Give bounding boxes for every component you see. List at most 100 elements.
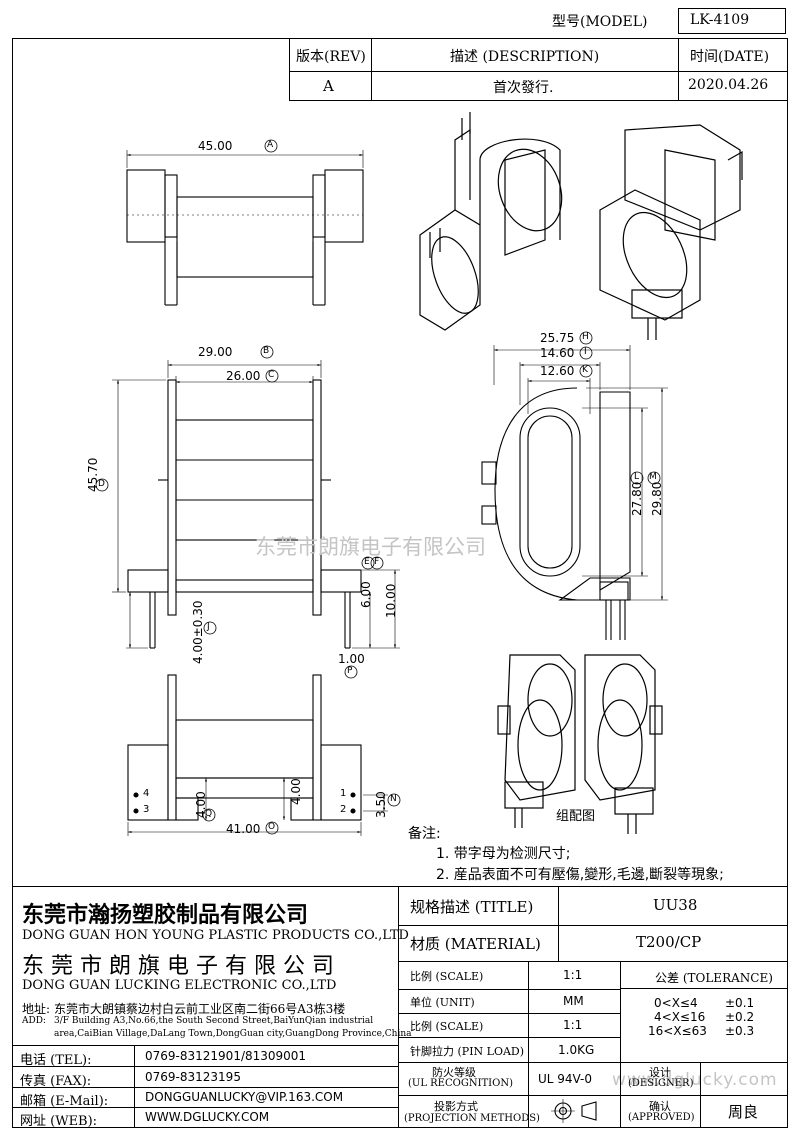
tol-range-3: 16<X≤63 [648, 1024, 707, 1038]
dim-a: 45.00 [198, 139, 233, 153]
dim-p: 1.00 [338, 652, 365, 666]
marker-d: D [98, 479, 105, 489]
assembly-label: 组配图 [556, 809, 596, 824]
unit-label: 单位 (UNIT) [410, 996, 475, 1009]
desc-value: 首次發行. [493, 80, 554, 96]
dim-l: 27.80 [630, 481, 644, 516]
marker-h: H [582, 332, 589, 342]
scale2-label: 比例 (SCALE) [410, 1020, 484, 1033]
watermark-text: 东莞市朗旗电子有限公司 [255, 535, 486, 559]
marker-o: O [268, 822, 276, 832]
marker-i: I [584, 347, 587, 357]
tol-range-1: 0<X≤4 [654, 996, 698, 1010]
address-en-2: area,CaiBian Village,DaLang Town,DongGua… [54, 1029, 412, 1039]
pin-load-label: 针脚拉力 (PIN LOAD) [410, 1045, 525, 1058]
address-label: 地址: [22, 1002, 51, 1016]
front-view [126, 169, 364, 306]
tol-range-2: 4<X≤16 [654, 1010, 706, 1024]
tol-value-3: ±0.3 [725, 1024, 755, 1038]
marker-m: M [649, 472, 657, 482]
pin-3: 3 [143, 804, 150, 815]
date-value: 2020.04.26 [688, 77, 769, 93]
pin-4: 4 [143, 788, 150, 799]
marker-l: L [634, 472, 640, 482]
dim-m: 29.80 [650, 481, 664, 516]
desc-header: 描述 (DESCRIPTION) [450, 49, 600, 65]
title-block [12, 886, 788, 1128]
company-name-1: 东莞市瀚扬塑胶制品有限公司 [22, 902, 309, 928]
scale-value: 1:1 [563, 968, 583, 982]
material-label: 材质 (MATERIAL) [410, 935, 541, 953]
assembly-view [497, 654, 663, 834]
approved-label-2: (APPROVED) [628, 1112, 695, 1123]
pin-2: 2 [340, 804, 347, 815]
bottom-view [127, 674, 362, 821]
tol-value-2: ±0.2 [725, 1010, 755, 1024]
watermark-url: www.dglucky.com [612, 1070, 778, 1090]
proj-label-2: (PROJECTION METHODS) [404, 1113, 540, 1124]
marker-q: Q [205, 809, 213, 819]
approved-label-1: 确认 [649, 1100, 671, 1113]
marker-c: C [268, 370, 275, 380]
marker-j: J [207, 622, 210, 632]
model-box [678, 8, 786, 34]
marker-k: K [582, 365, 588, 375]
rev-header: 版本(REV) [296, 49, 366, 65]
approved-value: 周良 [728, 1103, 759, 1121]
marker-a: A [267, 140, 274, 150]
marker-e: E [364, 557, 370, 567]
isometric-view-left [419, 112, 563, 331]
pin-1: 1 [340, 788, 347, 799]
scale-label: 比例 (SCALE) [410, 970, 484, 983]
proj-label-1: 投影方式 [434, 1100, 478, 1113]
title-label: 规格描述 (TITLE) [410, 898, 534, 916]
fire-label-1: 防火等级 [432, 1066, 476, 1079]
company-name-2: 东 莞 市 朗 旗 电 子 有 限 公 司 [22, 954, 334, 979]
dim-f: 10.00 [384, 583, 398, 618]
revision-table [289, 38, 788, 101]
marker-n: N [390, 794, 397, 804]
dim-o: 41.00 [226, 822, 261, 836]
address-en-label: ADD: [22, 1016, 46, 1026]
fax-value: 0769-83123195 [145, 1070, 241, 1084]
tolerance-label: 公差 (TOLERANCE) [655, 971, 773, 985]
title-value: UU38 [653, 896, 698, 914]
dim-i: 14.60 [540, 346, 575, 360]
tel-label: 电话 (TEL): [20, 1053, 92, 1068]
email-value[interactable]: DONGGUANLUCKY@VIP.163.COM [145, 1090, 344, 1104]
model-value: LK-4109 [690, 12, 750, 28]
rev-value: A [323, 77, 334, 95]
unit-value: MM [563, 994, 584, 1008]
tel-value: 0769-83121901/81309001 [145, 1049, 307, 1063]
isometric-view-right [599, 124, 743, 340]
company-name-en-1: DONG GUAN HON YOUNG PLASTIC PRODUCTS CO.… [22, 928, 409, 943]
dim-r: 4.00 [289, 778, 303, 805]
address-en-1: 3/F Building A3,No.66,the South Second S… [54, 1016, 374, 1026]
scale2-value: 1:1 [563, 1018, 583, 1032]
designer-label-2: (DESIGNER) [628, 1078, 694, 1089]
fire-value: UL 94V-0 [538, 1072, 593, 1086]
dim-e: 6.00 [359, 581, 373, 608]
dim-c: 26.00 [226, 369, 261, 383]
web-value[interactable]: WWW.DGLUCKY.COM [145, 1110, 270, 1124]
marker-p: P [347, 666, 353, 676]
pin-load-value: 1.0KG [558, 1043, 595, 1057]
end-view [481, 387, 631, 640]
designer-label-1: 设计 [649, 1066, 671, 1079]
email-label: 邮箱 (E-Mail): [20, 1094, 109, 1109]
side-view [127, 379, 362, 649]
fax-label: 传真 (FAX): [20, 1074, 92, 1089]
dim-k: 12.60 [540, 364, 575, 378]
notes-title: 备注: [408, 826, 441, 842]
marker-f: F [374, 557, 380, 567]
fire-label-2: (UL RECOGNITION) [408, 1078, 513, 1089]
dim-j: 4.00±0.30 [191, 600, 205, 665]
address-cn: 东莞市大朗镇蔡边村白云前工业区南二街66号A3栋3楼 [54, 1002, 346, 1016]
web-label: 网址 (WEB): [20, 1114, 98, 1129]
model-label: 型号(MODEL) [552, 14, 648, 30]
material-value: T200/CP [636, 933, 702, 951]
company-name-en-2: DONG GUAN LUCKING ELECTRONIC CO.,LTD [22, 978, 337, 993]
dim-b: 29.00 [198, 345, 233, 359]
dim-h: 25.75 [540, 331, 575, 345]
